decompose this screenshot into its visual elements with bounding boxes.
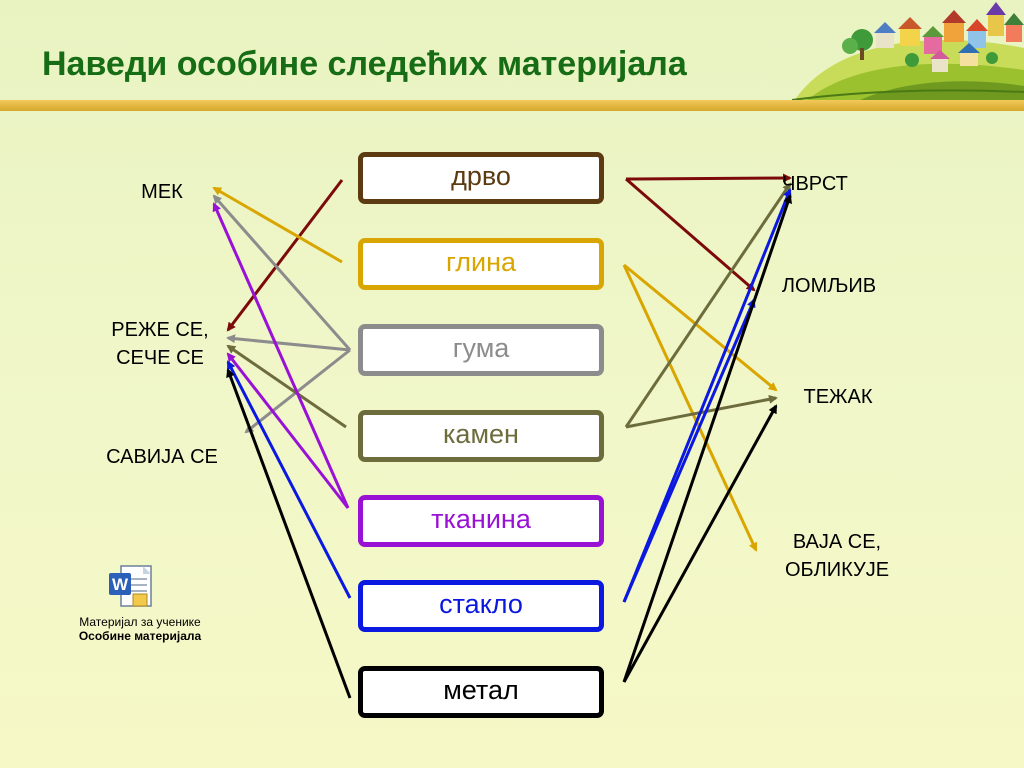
arrow-drvo-to-reze: [226, 179, 344, 332]
property-reze-se: РЕЖЕ СЕ, СЕЧЕ СЕ: [92, 316, 228, 372]
arrow-kamen-to-cvrst: [624, 182, 792, 428]
material-label-kamen: камен: [443, 419, 519, 449]
arrow-guma-to-mek: [212, 194, 352, 351]
arrow-tkanina-to-reze: [226, 352, 350, 509]
note-line2: Особине материјала: [78, 629, 202, 643]
property-reze-line2: СЕЧЕ СЕ: [116, 347, 204, 369]
arrow-glina-to-vaja: [622, 264, 758, 552]
arrow-staklo-to-cvrst: [622, 188, 792, 603]
material-box-metal: метал: [358, 666, 604, 718]
material-label-glina: глина: [445, 247, 517, 277]
arrow-metal-to-reze: [226, 368, 352, 699]
arrow-staklo-to-lomljiv: [622, 298, 756, 603]
arrow-metal-to-tezak: [622, 404, 778, 683]
property-savija-se: САВИЈА СЕ: [106, 446, 218, 468]
material-box-guma: гума: [358, 324, 604, 376]
arrow-drvo-to-cvrst: [625, 173, 792, 183]
material-label-tkanina: тканина: [431, 504, 531, 534]
property-tezak: ТЕЖАК: [803, 386, 873, 408]
slide-title: Наведи особине следећих материјала: [42, 45, 687, 83]
material-box-glina: глина: [358, 238, 604, 290]
word-document-icon[interactable]: W: [107, 563, 159, 613]
material-box-tkanina: тканина: [358, 495, 604, 547]
material-box-kamen: камен: [358, 410, 604, 462]
arrow-glina-to-mek: [212, 186, 343, 264]
material-label-guma: гума: [452, 333, 510, 363]
property-lomljiv: ЛОМЉИВ: [781, 275, 877, 297]
arrow-staklo-to-reze: [226, 360, 352, 599]
property-reze-line1: РЕЖЕ СЕ,: [111, 319, 209, 341]
svg-text:W: W: [112, 575, 129, 594]
village-clipart: [792, 2, 1024, 104]
property-vaja-line1: ВАЈА СЕ,: [792, 531, 882, 553]
title-divider: [0, 100, 1024, 111]
student-material-note: Материјал за ученике Особине материјала: [40, 615, 240, 643]
property-vaja-se: ВАЈА СЕ, ОБЛИКУЈЕ: [764, 528, 910, 584]
material-box-drvo: дрво: [358, 152, 604, 204]
arrow-drvo-to-lomljiv: [625, 177, 756, 292]
material-label-staklo: стакло: [439, 589, 523, 619]
material-box-staklo: стакло: [358, 580, 604, 632]
arrow-glina-to-tezak: [623, 263, 778, 392]
arrow-guma-to-reze: [226, 334, 351, 352]
note-line1: Материјал за ученике: [79, 615, 201, 629]
arrow-tkanina-to-mek: [212, 202, 350, 509]
arrow-kamen-to-reze: [226, 344, 347, 429]
material-label-drvo: дрво: [451, 161, 511, 191]
arrow-metal-to-cvrst: [622, 194, 792, 683]
property-vaja-line2: ОБЛИКУЈЕ: [784, 559, 890, 581]
property-cvrst: ЧВРСТ: [782, 173, 848, 195]
material-label-metal: метал: [443, 675, 519, 705]
property-mek: МЕК: [141, 181, 183, 203]
